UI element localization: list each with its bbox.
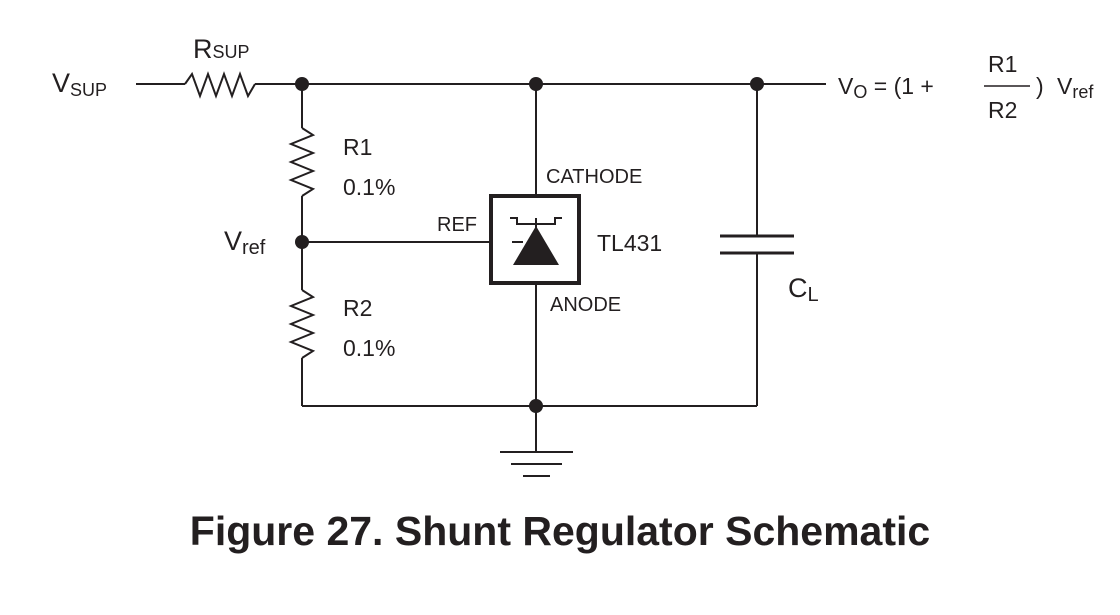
formula-vref: Vref [1057, 73, 1094, 102]
rsup-resistor-symbol [184, 71, 256, 99]
r2-tolerance-label: 0.1% [343, 335, 395, 361]
r1-name-label: R1 [343, 134, 372, 160]
tl431-part-label: TL431 [597, 230, 662, 256]
vsup-label: VSUP [52, 68, 107, 100]
junction-dot [295, 235, 309, 249]
zener-cathode-bar [510, 217, 562, 225]
formula-numerator: R1 [988, 51, 1017, 77]
cl-branch [720, 84, 794, 406]
anode-pin-label: ANODE [550, 294, 621, 316]
tl431-branch [489, 84, 581, 406]
ref-pin-label: REF [437, 214, 477, 236]
formula-denominator: R2 [988, 97, 1017, 123]
ground-symbol [500, 406, 573, 477]
formula-close-paren: ) [1036, 73, 1044, 99]
vo-label: VO = (1 + [838, 73, 934, 102]
junction-dot [529, 399, 543, 413]
junction-dot [529, 77, 543, 91]
junction-dot [295, 77, 309, 91]
output-voltage-formula: VO = (1 + R1 R2 ) Vref [838, 51, 1094, 123]
junction-dot [750, 77, 764, 91]
supply-input-wire [136, 71, 302, 99]
zener-triangle-symbol [513, 226, 559, 265]
figure-caption: Figure 27. Shunt Regulator Schematic [189, 508, 931, 554]
r1-resistor-symbol [288, 127, 316, 197]
cl-label: CL [788, 273, 819, 306]
rsup-label: RSUP [193, 34, 250, 64]
r2-name-label: R2 [343, 295, 372, 321]
cathode-pin-label: CATHODE [546, 166, 642, 188]
r1-tolerance-label: 0.1% [343, 174, 395, 200]
vref-node-label: Vref [224, 226, 266, 259]
r2-resistor-symbol [288, 289, 316, 359]
